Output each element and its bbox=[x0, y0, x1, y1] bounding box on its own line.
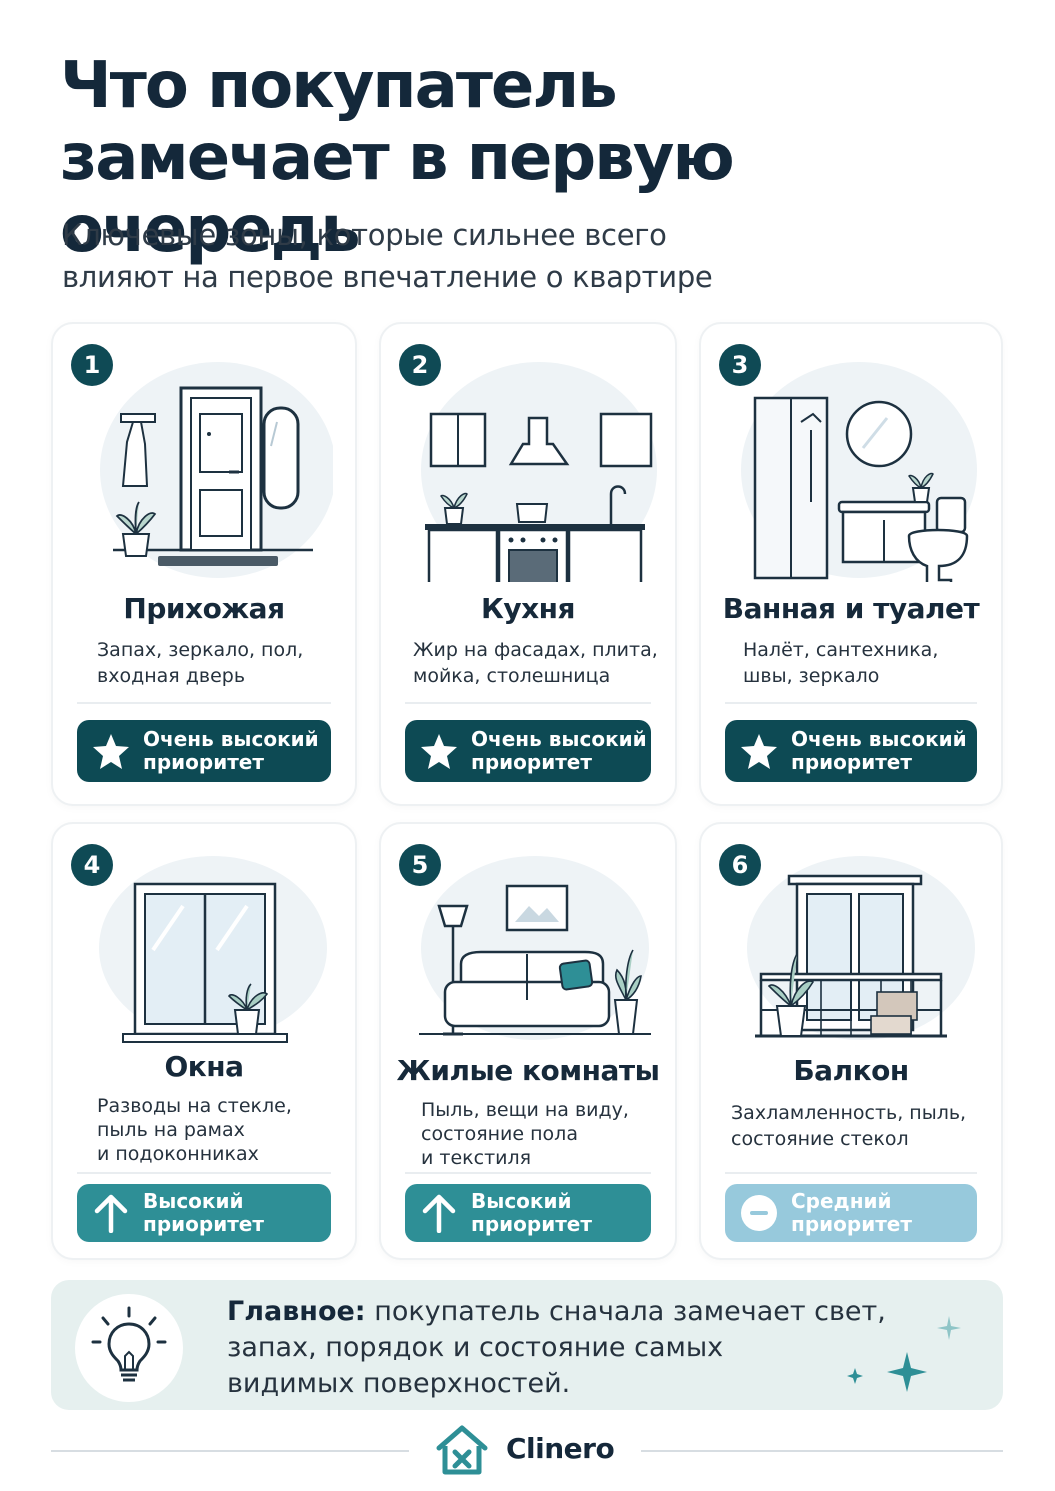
zone-card-living-rooms: 5 Жилые комнаты Пыль, вещи на виду, сост… bbox=[379, 822, 677, 1260]
zone-description-line: входная дверь bbox=[97, 665, 246, 687]
zone-description-line: и подоконниках bbox=[97, 1143, 259, 1165]
sparkle-icon bbox=[847, 1316, 961, 1392]
zone-description-line: Захламленность, пыль, bbox=[731, 1102, 967, 1124]
priority-label: Очень высокий bbox=[143, 727, 319, 751]
zone-title: Балкон bbox=[793, 1054, 909, 1087]
living-room-icon bbox=[405, 850, 655, 1046]
zone-description-line: и текстиля bbox=[421, 1147, 532, 1169]
key-takeaway-line-1-text: покупатель сначала замечает свет, bbox=[365, 1296, 886, 1327]
zone-description-line: пыль на рамах bbox=[97, 1119, 245, 1141]
priority-label: приоритет bbox=[791, 750, 912, 774]
brand-name: Clinero bbox=[506, 1432, 615, 1465]
zone-card-bathroom: 3 Ванная и туалет Налёт, сантехника, швы… bbox=[699, 322, 1003, 806]
zone-description: Налёт, сантехника, швы, зеркало bbox=[743, 637, 987, 689]
title-line-2: замечает в первую очередь bbox=[60, 121, 735, 267]
zone-description-line: Пыль, вещи на виду, bbox=[421, 1099, 629, 1121]
zone-description-line: Налёт, сантехника, bbox=[743, 639, 939, 661]
arrow-up-icon bbox=[422, 1194, 456, 1233]
kitchen-icon bbox=[411, 352, 661, 598]
zone-description: Пыль, вещи на виду, состояние пола и тек… bbox=[421, 1098, 661, 1170]
priority-label: Очень высокий bbox=[791, 727, 967, 751]
priority-badge-high: Высокий приоритет bbox=[77, 1184, 331, 1242]
page-title: Что покупатель замечает в первую очередь bbox=[60, 50, 1010, 266]
key-takeaway-lead: Главное: bbox=[227, 1296, 366, 1327]
divider bbox=[725, 702, 977, 704]
zone-description-line: швы, зеркало bbox=[743, 665, 880, 687]
zone-number: 2 bbox=[399, 344, 441, 386]
footer-divider bbox=[51, 1450, 409, 1452]
subtitle-line-2: влияют на первое впечатление о квартире bbox=[62, 260, 713, 294]
zone-title: Прихожая bbox=[123, 592, 285, 625]
zone-title: Кухня bbox=[480, 592, 576, 625]
divider bbox=[77, 1172, 331, 1174]
star-icon bbox=[741, 734, 777, 769]
zone-card-hallway: 1 Прихожая Запах, зеркало, пол, входная … bbox=[51, 322, 357, 806]
zone-card-balcony: 6 Балкон Захламленность, пыль, состояние… bbox=[699, 822, 1003, 1260]
arrow-up-icon bbox=[94, 1194, 128, 1233]
zone-description-line: мойка, столешница bbox=[413, 665, 611, 687]
divider bbox=[405, 702, 651, 704]
star-icon bbox=[421, 734, 457, 769]
key-takeaway-text: Главное: покупатель сначала замечает све… bbox=[227, 1294, 907, 1402]
lightbulb-icon bbox=[75, 1294, 183, 1402]
page-subtitle: Ключевые зоны, которые сильнее всего вли… bbox=[62, 214, 822, 298]
priority-label: приоритет bbox=[471, 1212, 592, 1236]
star-icon bbox=[93, 734, 129, 769]
zone-number: 6 bbox=[719, 844, 761, 886]
priority-label: Высокий bbox=[143, 1189, 244, 1213]
zone-title: Окна bbox=[164, 1050, 244, 1083]
zone-card-windows: 4 Окна Разводы на стекле, пыль на рамах … bbox=[51, 822, 357, 1260]
zone-number: 4 bbox=[71, 844, 113, 886]
key-takeaway-line-2: запах, порядок и состояние самых bbox=[227, 1332, 724, 1363]
priority-label: приоритет bbox=[791, 1212, 912, 1236]
zone-description: Захламленность, пыль, состояние стекол bbox=[731, 1100, 987, 1152]
balcony-icon bbox=[731, 850, 981, 1046]
zone-number: 3 bbox=[719, 344, 761, 386]
title-line-1: Что покупатель bbox=[60, 49, 618, 123]
zone-description: Запах, зеркало, пол, входная дверь bbox=[97, 637, 341, 689]
zone-description-line: состояние стекол bbox=[731, 1128, 909, 1150]
zone-title: Ванная и туалет bbox=[722, 592, 980, 625]
zone-description-line: Разводы на стекле, bbox=[97, 1095, 292, 1117]
priority-label: приоритет bbox=[143, 1212, 264, 1236]
window-icon bbox=[83, 850, 333, 1046]
priority-label: Средний bbox=[791, 1189, 892, 1213]
footer-divider bbox=[641, 1450, 1003, 1452]
priority-badge-high: Высокий приоритет bbox=[405, 1184, 651, 1242]
zone-title: Жилые комнаты bbox=[396, 1054, 660, 1087]
priority-label: Очень высокий bbox=[471, 727, 647, 751]
minus-circle-icon bbox=[741, 1195, 777, 1231]
key-takeaway-banner: Главное: покупатель сначала замечает све… bbox=[51, 1280, 1003, 1410]
divider bbox=[725, 1172, 977, 1174]
divider bbox=[405, 1172, 651, 1174]
zone-description: Жир на фасадах, плита, мойка, столешница bbox=[413, 637, 661, 689]
divider bbox=[77, 702, 331, 704]
priority-label: приоритет bbox=[143, 750, 264, 774]
priority-badge-very-high: Очень высокий приоритет bbox=[405, 720, 651, 782]
key-takeaway-line-3: видимых поверхностей. bbox=[227, 1368, 571, 1399]
footer: Clinero bbox=[51, 1420, 1003, 1480]
key-takeaway-line-1: Главное: покупатель сначала замечает све… bbox=[227, 1294, 907, 1330]
zone-card-kitchen: 2 Кухня Жир на фасадах, плита, мойка, ст… bbox=[379, 322, 677, 806]
bathroom-icon bbox=[731, 352, 981, 586]
priority-label: Высокий bbox=[471, 1189, 572, 1213]
house-logo-icon bbox=[436, 1425, 488, 1475]
priority-badge-medium: Средний приоритет bbox=[725, 1184, 977, 1242]
priority-label: приоритет bbox=[471, 750, 592, 774]
zone-description-line: состояние пола bbox=[421, 1123, 578, 1145]
zone-description: Разводы на стекле, пыль на рамах и подок… bbox=[97, 1094, 341, 1166]
subtitle-line-1: Ключевые зоны, которые сильнее всего bbox=[62, 218, 667, 252]
zone-description-line: Жир на фасадах, плита, bbox=[413, 639, 658, 661]
zone-description-line: Запах, зеркало, пол, bbox=[97, 639, 304, 661]
priority-badge-very-high: Очень высокий приоритет bbox=[725, 720, 977, 782]
priority-badge-very-high: Очень высокий приоритет bbox=[77, 720, 331, 782]
zone-number: 5 bbox=[399, 844, 441, 886]
zone-number: 1 bbox=[71, 344, 113, 386]
hallway-door-icon bbox=[83, 352, 336, 582]
